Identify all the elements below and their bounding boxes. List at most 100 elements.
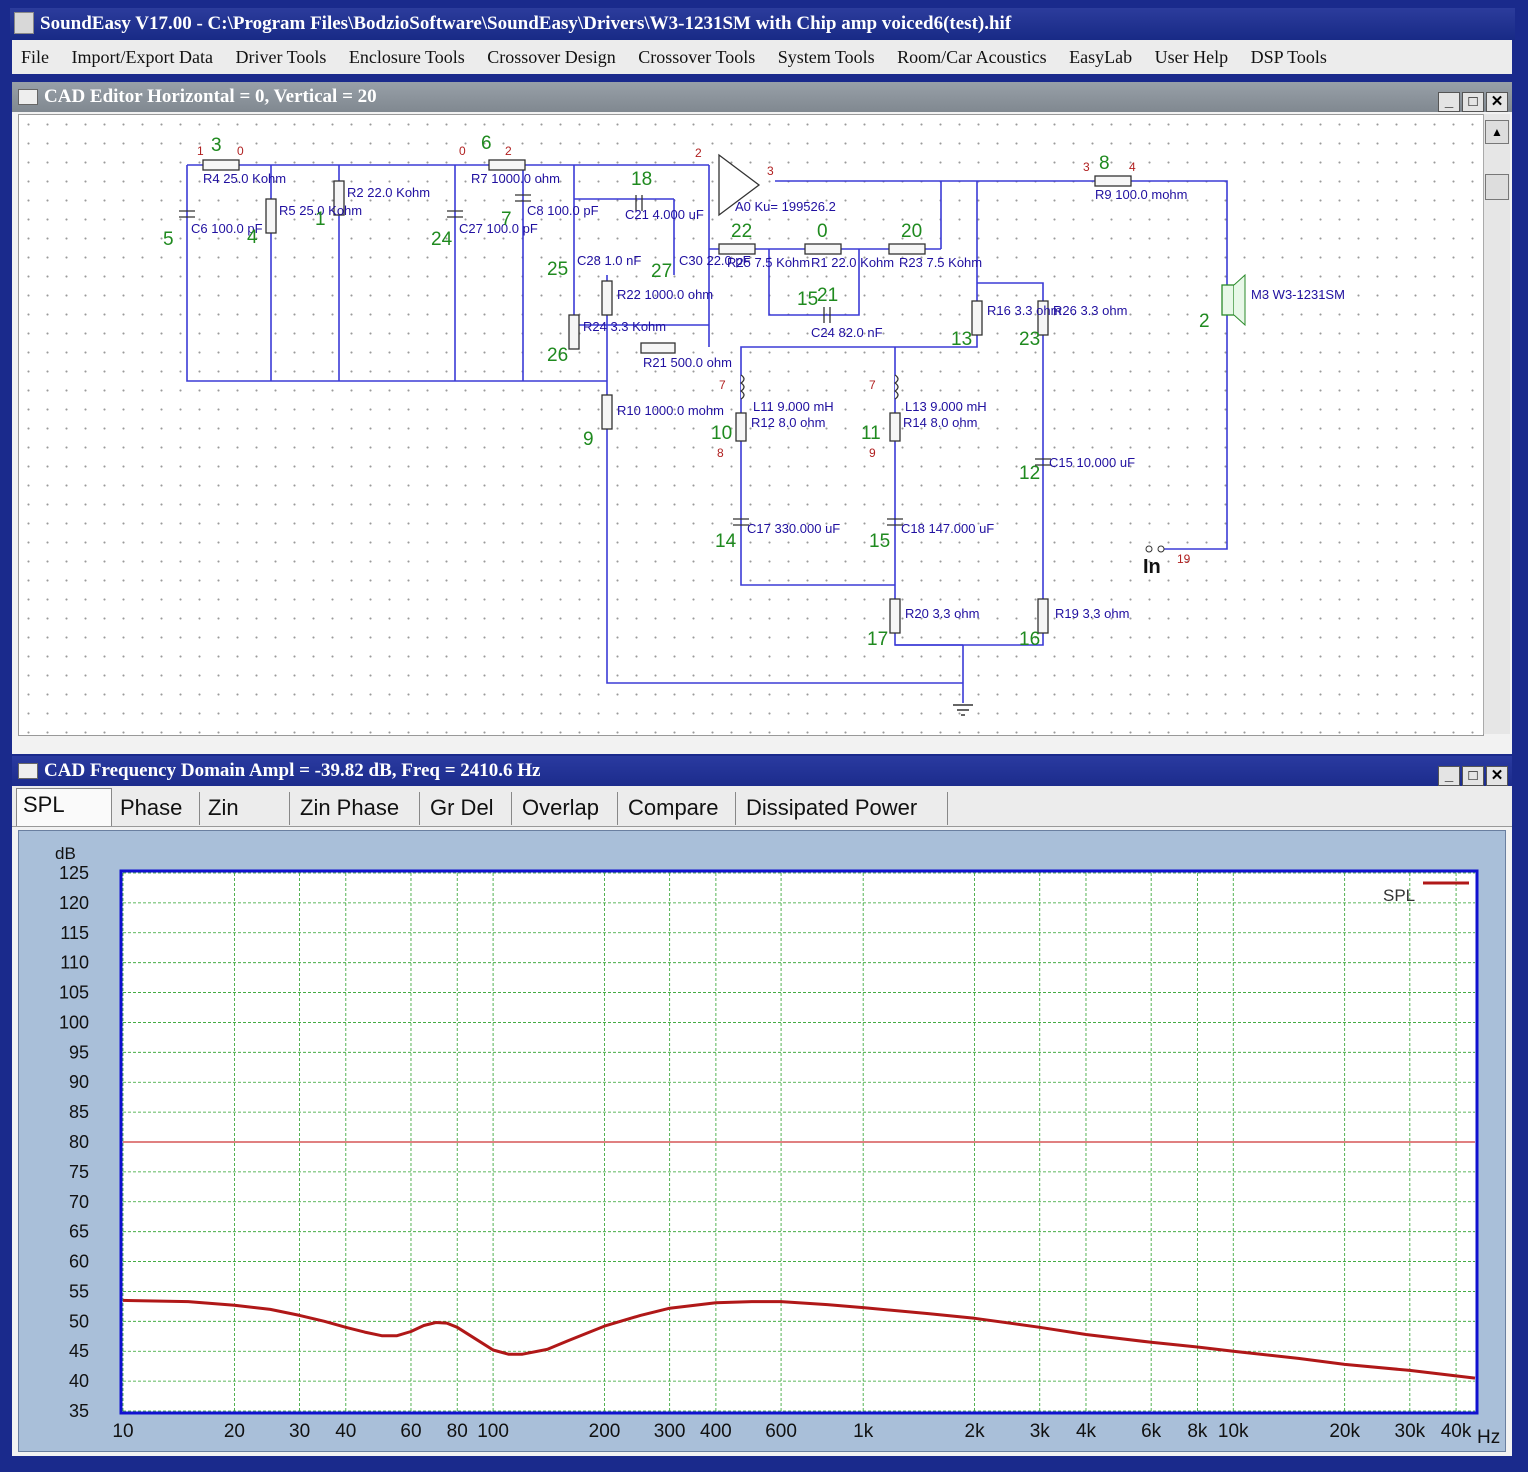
x-tick-label: 20 (224, 1421, 245, 1442)
svg-text:R24 3.3 Kohm: R24 3.3 Kohm (583, 319, 666, 334)
svg-text:C24 82.0 nF: C24 82.0 nF (811, 325, 883, 340)
svg-text:R25 7.5 Kohm: R25 7.5 Kohm (727, 255, 810, 270)
menu-crossover-tools[interactable]: Crossover Tools (638, 47, 756, 67)
tab-zin-phase[interactable]: Zin Phase (294, 792, 420, 825)
menu-driver-tools[interactable]: Driver Tools (235, 47, 327, 67)
scroll-thumb[interactable] (1485, 174, 1509, 200)
grid (122, 872, 1475, 1412)
speaker-m3-icon (1233, 273, 1246, 327)
svg-text:R22 1000.0 ohm: R22 1000.0 ohm (617, 287, 713, 302)
maximize-button[interactable]: □ (1462, 92, 1484, 112)
svg-text:L13 9.000 mH: L13 9.000 mH (905, 399, 987, 414)
tab-overlap[interactable]: Overlap (516, 792, 618, 825)
schematic-canvas[interactable]: R4 25.0 Kohm R2 22.0 Kohm R5 25.0 Kohm C… (18, 114, 1484, 736)
analysis-tabs: SPL Phase Zin Zin Phase Gr Del Overlap C… (12, 786, 1512, 827)
svg-text:15: 15 (797, 289, 818, 310)
tab-compare[interactable]: Compare (622, 792, 736, 825)
tab-zin[interactable]: Zin (202, 792, 290, 825)
svg-text:3: 3 (211, 135, 222, 156)
capacitor-c8 (515, 194, 531, 202)
svg-text:R4 25.0 Kohm: R4 25.0 Kohm (203, 171, 286, 186)
frequency-domain-window: CAD Frequency Domain Ampl = -39.82 dB, F… (12, 756, 1512, 1456)
svg-text:13: 13 (951, 329, 972, 350)
menu-dsp-tools[interactable]: DSP Tools (1250, 47, 1327, 67)
legend: SPL (1383, 881, 1469, 905)
y-tick-label: 100 (59, 1012, 89, 1032)
x-tick-label: 20k (1329, 1421, 1360, 1442)
close-button[interactable]: ✕ (1486, 766, 1508, 786)
main-title-bar[interactable]: SoundEasy V17.00 - C:\Program Files\Bodz… (10, 8, 1515, 40)
maximize-button[interactable]: □ (1462, 766, 1484, 786)
x-tick-label: 3k (1030, 1421, 1051, 1442)
y-tick-label: 90 (69, 1072, 89, 1092)
tab-gr-del[interactable]: Gr Del (424, 792, 512, 825)
tab-phase[interactable]: Phase (114, 792, 200, 825)
x-axis-unit: Hz (1477, 1427, 1500, 1448)
window-icon[interactable] (18, 89, 38, 105)
svg-text:20: 20 (901, 221, 922, 242)
spl-line (122, 1298, 1476, 1380)
y-tick-label: 80 (69, 1132, 89, 1152)
menu-system-tools[interactable]: System Tools (777, 47, 875, 67)
menu-file[interactable]: File (21, 47, 50, 67)
frequency-domain-title-bar[interactable]: CAD Frequency Domain Ampl = -39.82 dB, F… (12, 756, 1512, 786)
menu-crossover-design[interactable]: Crossover Design (487, 47, 616, 67)
svg-text:R12 8.0 ohm: R12 8.0 ohm (751, 415, 825, 430)
x-tick-label: 6k (1141, 1421, 1162, 1442)
editor-vertical-scrollbar[interactable]: ▲ (1483, 114, 1510, 734)
svg-text:0: 0 (459, 144, 466, 158)
components (179, 153, 1246, 716)
x-tick-label: 60 (400, 1421, 421, 1442)
x-tick-label: 30 (289, 1421, 310, 1442)
window-icon[interactable] (18, 763, 38, 779)
tab-spl[interactable]: SPL (16, 788, 112, 826)
svg-text:In: In (1143, 556, 1161, 578)
svg-text:A0 Ku= 199526.2: A0 Ku= 199526.2 (735, 199, 836, 214)
svg-text:R10 1000.0 mohm: R10 1000.0 mohm (617, 403, 724, 418)
capacitor-c21 (635, 195, 643, 211)
x-tick-label: 1k (853, 1421, 874, 1442)
series (122, 1298, 1476, 1380)
svg-text:2: 2 (1199, 311, 1210, 332)
y-tick-labels: 1251201151101051009590858075706560555045… (59, 863, 89, 1421)
svg-text:C28 1.0 nF: C28 1.0 nF (577, 253, 641, 268)
legend-label: SPL (1383, 886, 1415, 905)
y-tick-label: 45 (69, 1341, 89, 1361)
svg-text:15: 15 (869, 531, 890, 552)
menu-enclosure-tools[interactable]: Enclosure Tools (348, 47, 465, 67)
svg-text:C30 22.0 pF: C30 22.0 pF (679, 253, 751, 268)
svg-text:9: 9 (583, 429, 594, 450)
x-tick-label: 4k (1076, 1421, 1097, 1442)
svg-text:27: 27 (651, 261, 672, 282)
minimize-button[interactable]: _ (1438, 766, 1460, 786)
menu-easylab[interactable]: EasyLab (1069, 47, 1133, 67)
x-tick-label: 10 (112, 1421, 133, 1442)
menu-import-export[interactable]: Import/Export Data (71, 47, 213, 67)
y-tick-label: 60 (69, 1252, 89, 1272)
minimize-button[interactable]: _ (1438, 92, 1460, 112)
menu-bar: File Import/Export Data Driver Tools Enc… (12, 40, 1512, 74)
cad-editor-window: CAD Editor Horizontal = 0, Vertical = 20… (12, 82, 1512, 754)
svg-text:23: 23 (1019, 329, 1040, 350)
menu-room-car-acoustics[interactable]: Room/Car Acoustics (897, 47, 1047, 67)
cad-editor-title-bar[interactable]: CAD Editor Horizontal = 0, Vertical = 20… (12, 82, 1512, 112)
y-tick-label: 50 (69, 1311, 89, 1331)
x-tick-label: 10k (1218, 1421, 1249, 1442)
spl-chart[interactable]: 1251201151101051009590858075706560555045… (19, 831, 1505, 1451)
svg-text:R2 22.0 Kohm: R2 22.0 Kohm (347, 185, 430, 200)
x-tick-label: 400 (700, 1421, 732, 1442)
svg-text:3: 3 (1083, 160, 1090, 174)
svg-text:0: 0 (237, 144, 244, 158)
tab-dissipated-power[interactable]: Dissipated Power (740, 792, 948, 825)
app-icon[interactable] (14, 12, 34, 34)
menu-user-help[interactable]: User Help (1154, 47, 1229, 67)
svg-text:R5 25.0 Kohm: R5 25.0 Kohm (279, 203, 362, 218)
y-tick-label: 110 (60, 953, 89, 973)
svg-text:26: 26 (547, 345, 568, 366)
x-tick-label: 200 (589, 1421, 621, 1442)
svg-text:17: 17 (867, 629, 888, 650)
svg-text:6: 6 (481, 133, 492, 154)
close-button[interactable]: ✕ (1486, 92, 1508, 112)
scroll-up-arrow-icon[interactable]: ▲ (1485, 120, 1509, 144)
